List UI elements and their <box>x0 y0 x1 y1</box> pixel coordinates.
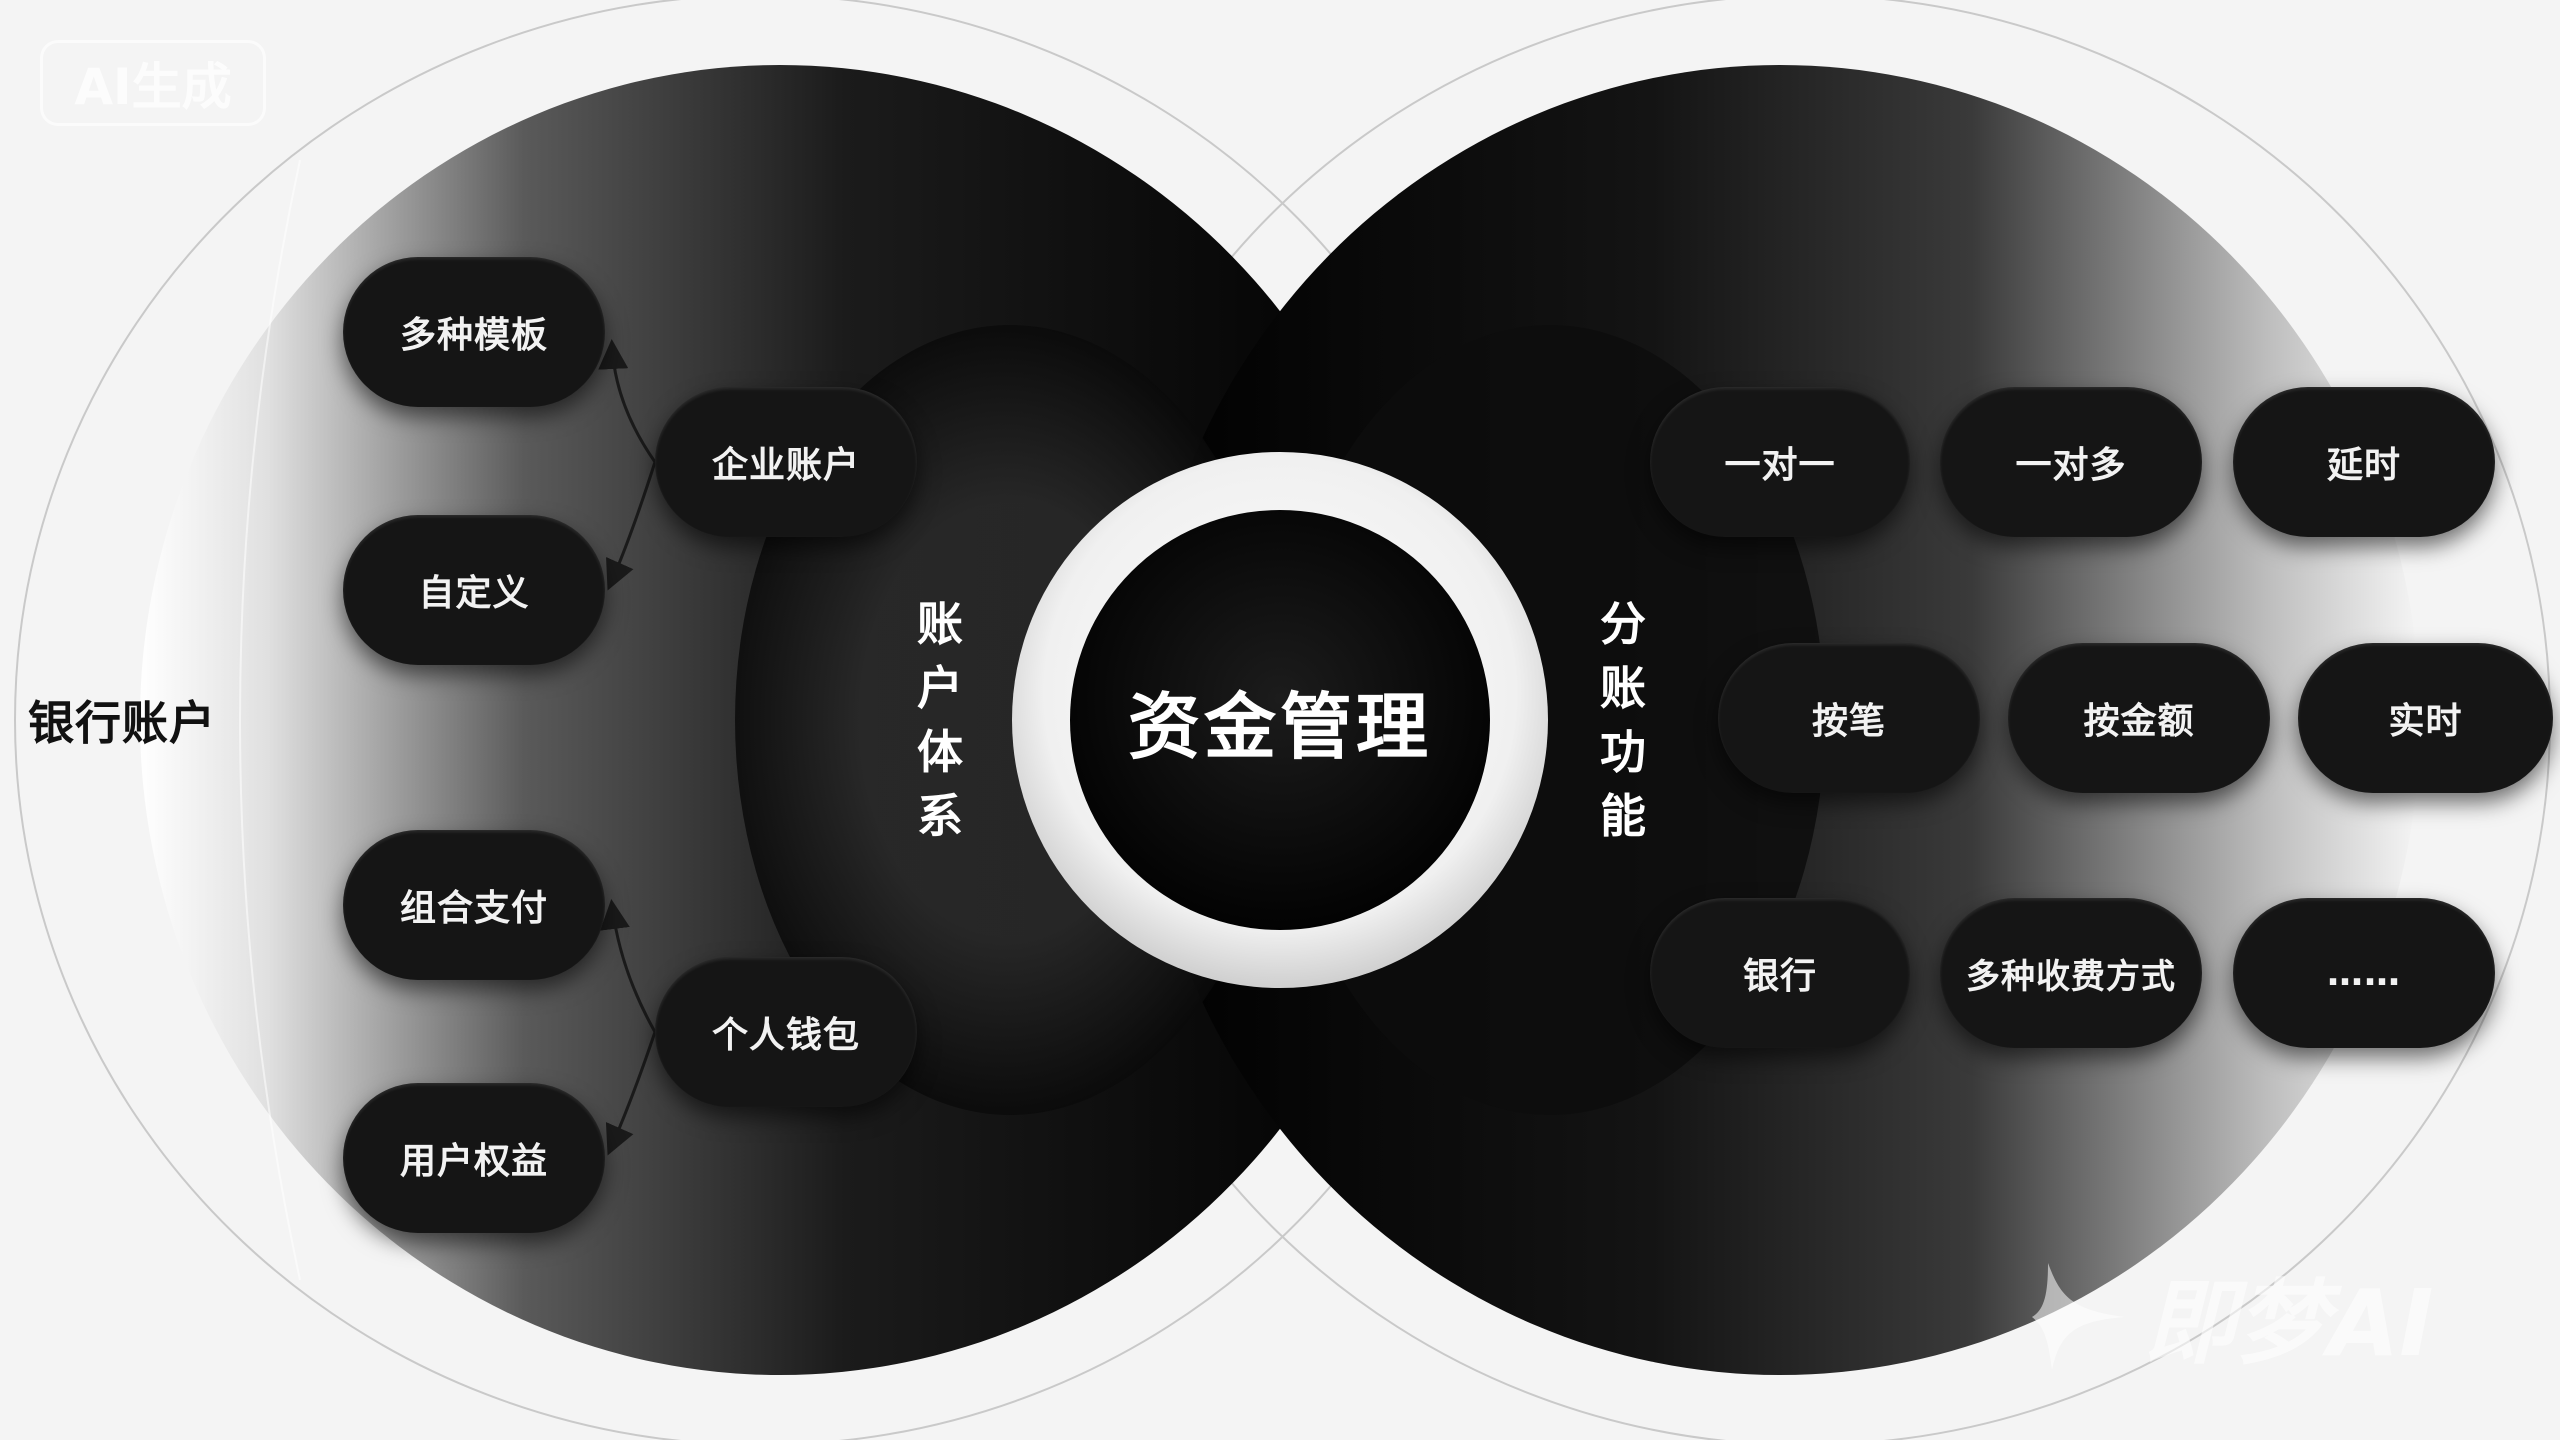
node-one-to-many[interactable]: 一对多 <box>1940 387 2202 537</box>
node-fee-methods[interactable]: 多种收费方式 <box>1940 898 2202 1048</box>
node-user-rights[interactable]: 用户权益 <box>343 1083 605 1233</box>
left-category-label: 银行账户 <box>28 696 216 750</box>
node-bank[interactable]: 银行 <box>1650 898 1910 1048</box>
node-custom[interactable]: 自定义 <box>343 515 605 665</box>
left-hub-label: 账 户 体 系 <box>917 597 963 843</box>
node-combined-payment[interactable]: 组合支付 <box>343 830 605 980</box>
arrow-wallet-to-rights <box>605 1031 657 1156</box>
node-by-amount[interactable]: 按金额 <box>2008 643 2270 793</box>
center-title: 资金管理 <box>1127 684 1432 769</box>
watermark: 即梦AI <box>2030 1240 2530 1390</box>
spark-logo-icon <box>2032 1263 2125 1370</box>
arrow-corporate-to-custom <box>606 461 657 591</box>
node-realtime[interactable]: 实时 <box>2298 643 2553 793</box>
right-hub-label: 分 账 功 能 <box>1600 597 1646 843</box>
arrow-corporate-to-templates <box>598 339 657 463</box>
node-templates[interactable]: 多种模板 <box>343 257 605 407</box>
node-delayed[interactable]: 延时 <box>2233 387 2495 537</box>
center-core <box>1070 510 1490 930</box>
node-one-to-one[interactable]: 一对一 <box>1650 387 1910 537</box>
node-personal-wallet[interactable]: 个人钱包 <box>655 957 917 1107</box>
ai-generated-badge: AI生成 <box>40 40 266 126</box>
node-per-transaction[interactable]: 按笔 <box>1718 643 1980 793</box>
arrow-wallet-to-combined-pay <box>600 899 657 1033</box>
node-more[interactable]: …… <box>2233 898 2495 1048</box>
node-corporate-account[interactable]: 企业账户 <box>655 387 917 537</box>
left-inner-arc <box>239 159 301 1281</box>
